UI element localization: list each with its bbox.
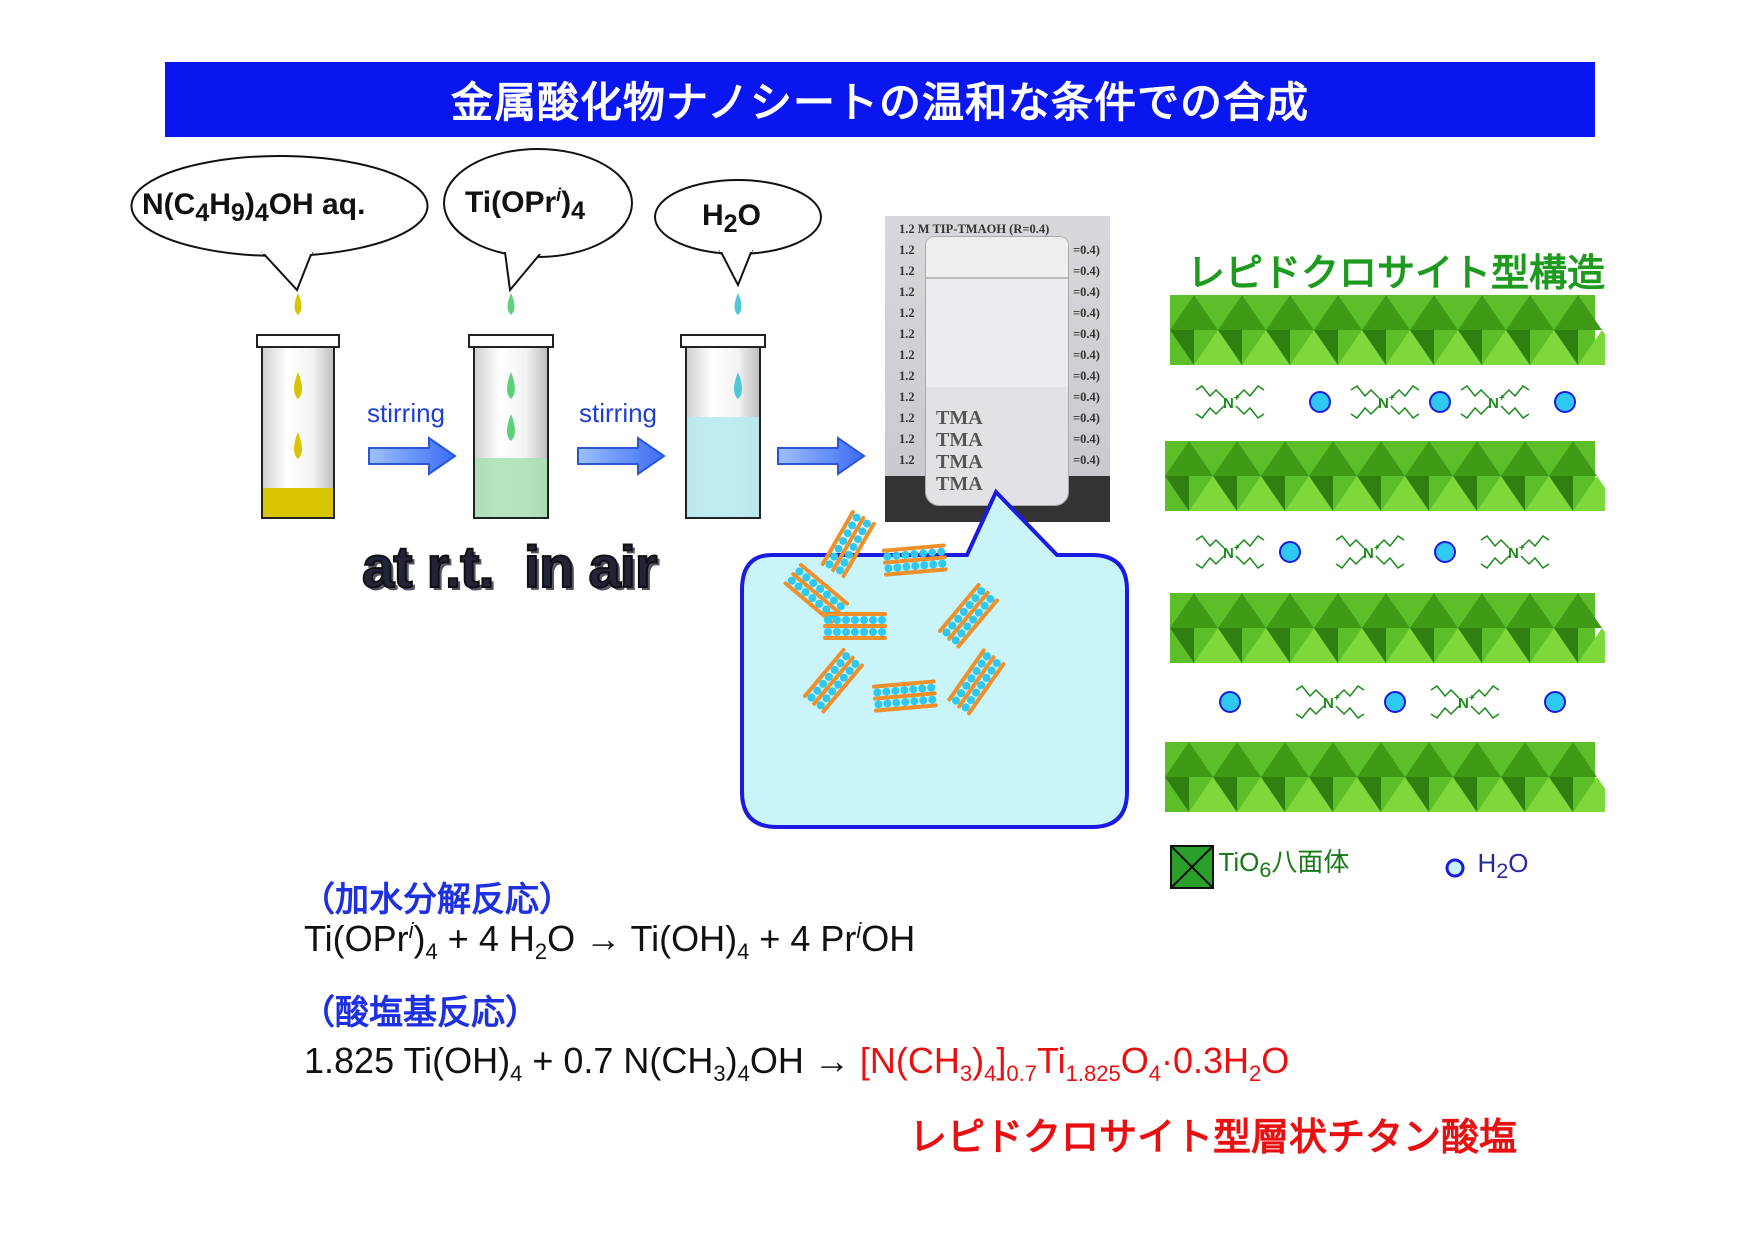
product-name: レピドクロサイト型層状チタン酸塩 [909, 1117, 1518, 1159]
tma-cation: N+ [1460, 384, 1530, 420]
nanosheet-callout [740, 488, 1129, 829]
nanosheet [871, 679, 938, 713]
water-molecule [1429, 391, 1451, 413]
green-drop-icon [507, 293, 515, 315]
test-tube-1 [256, 334, 340, 519]
svg-text:N+: N+ [1323, 693, 1340, 712]
svg-text:N+: N+ [1363, 543, 1380, 562]
vial-photo: 1.2 M TIP-TMAOH (R=0.4) TMA TMA TMA TMA … [885, 216, 1110, 522]
tma-cation: N+ [1480, 534, 1550, 570]
tma-cation: N+ [1430, 684, 1500, 720]
nanosheet [881, 543, 948, 577]
tma-cation: N+ [1195, 534, 1265, 570]
octahedral-layer [1165, 742, 1605, 812]
water-molecule [1384, 691, 1406, 713]
nanosheet [783, 562, 849, 624]
water-molecule [1544, 691, 1566, 713]
conditions-label: at r.t. in air [361, 534, 658, 601]
tma-cation: N+ [1350, 384, 1420, 420]
speech-bubble-tbah [130, 155, 429, 292]
water-molecule [1554, 391, 1576, 413]
water-molecule [1434, 541, 1456, 563]
hydrolysis-heading: （加水分解反応） [301, 881, 573, 919]
nanosheet [802, 648, 864, 714]
svg-text:N+: N+ [1508, 543, 1525, 562]
legend-water: H2O [1443, 848, 1529, 884]
nanosheet [947, 648, 1006, 716]
svg-text:N+: N+ [1223, 543, 1240, 562]
legend-water-label: H2O [1477, 848, 1529, 884]
tma-cation: N+ [1195, 384, 1265, 420]
nanosheet [937, 583, 999, 649]
reagent-tip: Ti(OPri)4 [465, 185, 586, 225]
svg-text:N+: N+ [1458, 693, 1475, 712]
octahedral-layer [1165, 441, 1605, 511]
svg-text:N+: N+ [1488, 393, 1505, 412]
test-tube-3 [680, 334, 766, 519]
speech-bubble-water [654, 179, 822, 288]
legend-octahedron-label: TiO6八面体 [1218, 847, 1350, 883]
test-tube-2 [468, 334, 554, 519]
nanosheet [820, 510, 876, 578]
yellow-drop-icon [294, 293, 302, 315]
blue-drop-icon [734, 293, 742, 315]
speech-bubble-tip [443, 148, 633, 293]
arrow-right-icon [577, 436, 666, 476]
arrow-right-icon [777, 436, 866, 476]
stirring-label-2: stirring [579, 398, 658, 428]
water-molecule [1219, 691, 1241, 713]
arrow-right-icon [368, 436, 457, 476]
legend-octahedron: TiO6八面体 [1170, 842, 1349, 889]
product-formula: [N(CH3)4]0.7Ti1.825O4·0.3H2O [859, 1040, 1290, 1087]
nanosheet [823, 612, 887, 640]
tma-cation: N+ [1335, 534, 1405, 570]
water-molecule-icon [1445, 858, 1465, 878]
reagent-tbah: N(C4H9)4OH aq. [142, 188, 366, 227]
water-molecule [1309, 391, 1331, 413]
lepidocrocite-structure: N+ N+ N+ N+ N+ N+ N+ N+ [1165, 295, 1605, 812]
reagent-water: H2O [702, 199, 761, 238]
svg-text:N+: N+ [1378, 393, 1395, 412]
tma-cation: N+ [1295, 684, 1365, 720]
procedure-diagram [130, 148, 866, 519]
svg-text:N+: N+ [1223, 393, 1240, 412]
acid-base-equation: 1.825 Ti(OH)4 + 0.7 N(CH3)4OH → [N(CH3)4… [304, 1040, 1290, 1087]
structure-title: レピドクロサイト型構造 [1187, 253, 1606, 295]
octahedral-layer [1170, 295, 1605, 365]
slide-title: 金属酸化物ナノシートの温和な条件での合成 [165, 62, 1595, 137]
water-molecule [1279, 541, 1301, 563]
octahedral-layer [1170, 593, 1605, 663]
acid-base-heading: （酸塩基反応） [301, 994, 539, 1032]
hydrolysis-equation: Ti(OPri)4 + 4 H2O → Ti(OH)4 + 4 PriOH [304, 918, 916, 965]
vial: TMA TMA TMA TMA [925, 236, 1069, 506]
stirring-label-1: stirring [367, 398, 446, 428]
octahedron-icon [1170, 844, 1214, 889]
